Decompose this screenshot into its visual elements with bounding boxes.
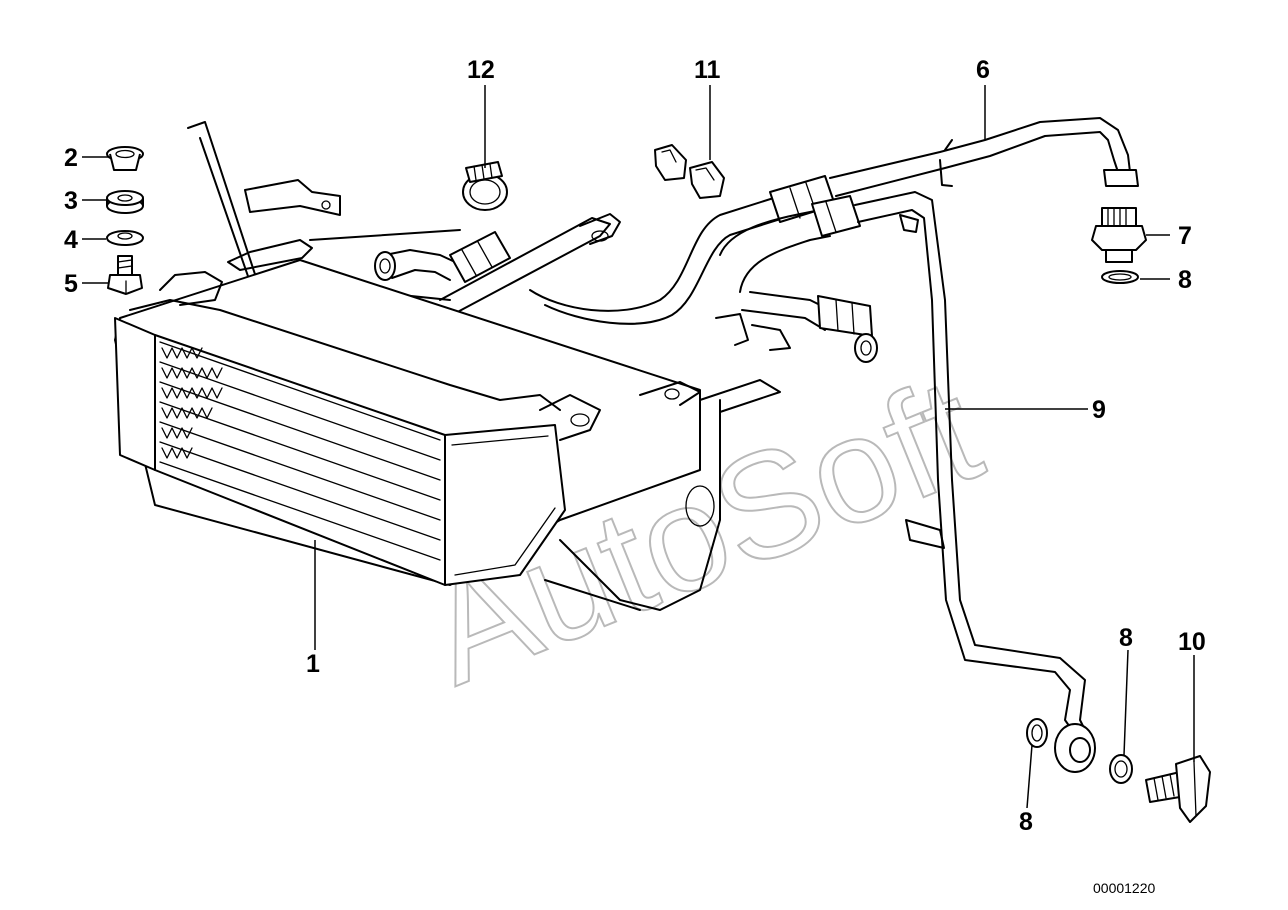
part-label-5: 5 [64, 270, 78, 298]
hose-clamp-part [462, 161, 508, 211]
washer-part [106, 230, 144, 246]
banjo-bolt-part [1145, 755, 1211, 823]
sealing-ring-right [1109, 754, 1133, 784]
sealing-ring-left [1026, 718, 1048, 748]
support-frame [187, 121, 781, 413]
oil-pipe-lower [715, 191, 1096, 773]
cooler-inlet-fitting [374, 231, 511, 283]
part-label-9: 9 [1092, 396, 1106, 424]
part-label-11: 11 [694, 56, 721, 84]
part-label-10: 10 [1178, 628, 1206, 656]
part-label-12: 12 [467, 56, 495, 84]
part-label-1: 1 [306, 650, 320, 678]
part-label-8-top: 8 [1178, 266, 1192, 294]
part-label-2: 2 [64, 144, 78, 172]
union-fitting-part [1091, 207, 1147, 263]
part-label-8-mid: 8 [1119, 624, 1133, 652]
pipe-clip-part [654, 144, 725, 199]
part-label-4: 4 [64, 226, 78, 254]
part-label-7: 7 [1178, 222, 1192, 250]
part-label-3: 3 [64, 187, 78, 215]
leader-lines [82, 85, 1195, 809]
sealing-ring-top [1101, 270, 1139, 284]
diagram-reference-code: 00001220 [1093, 880, 1156, 896]
part-label-6: 6 [976, 56, 990, 84]
oil-cooler [114, 259, 721, 611]
part-labels: 1 2 3 4 5 6 7 8 8 8 9 10 11 12 [64, 56, 1206, 836]
part-label-8-bottom: 8 [1019, 808, 1033, 836]
rubber-mount-part [106, 190, 144, 214]
bushing-part [106, 146, 144, 171]
oil-pipe-assembly [529, 117, 1139, 325]
bolt-part [107, 255, 143, 295]
mounting-hardware [106, 146, 144, 295]
